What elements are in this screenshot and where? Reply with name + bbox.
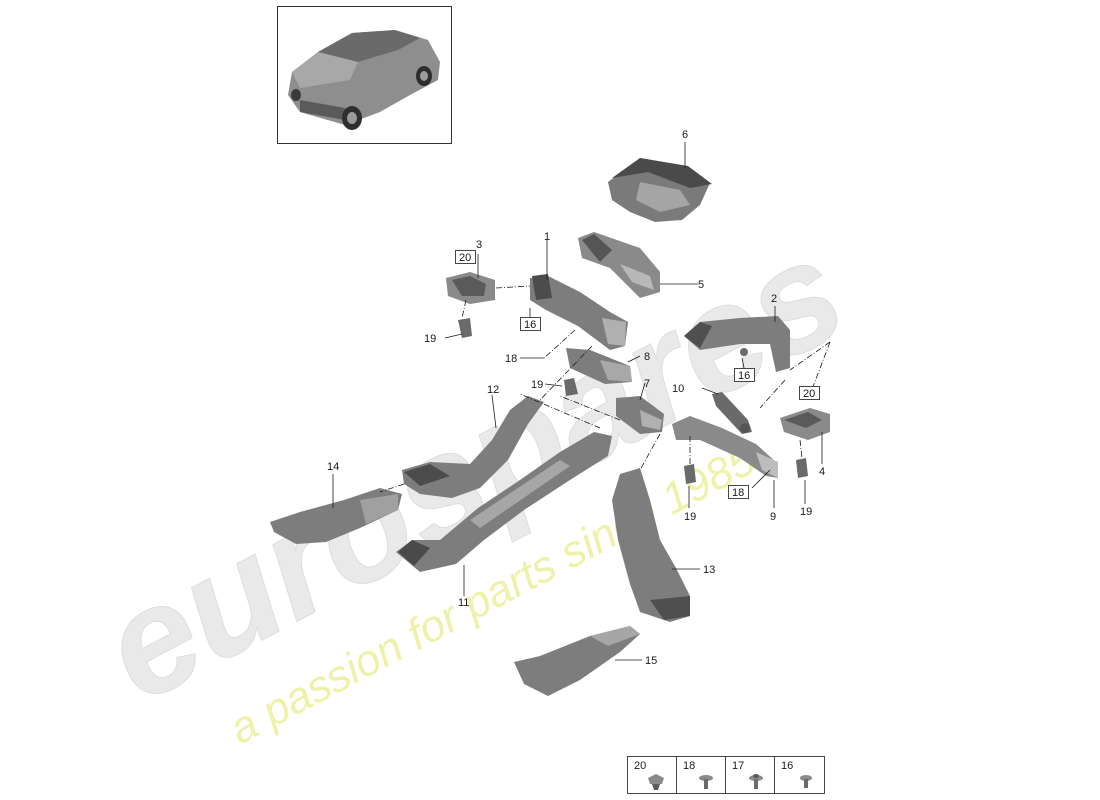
callout-8: 8 xyxy=(644,351,650,363)
callout-3: 3 xyxy=(476,239,482,251)
callout-19a: 19 xyxy=(424,333,436,345)
part-7-vent xyxy=(616,396,664,434)
svg-text:8: 8 xyxy=(644,351,650,363)
callout-15: 15 xyxy=(645,655,657,667)
callout-11: 11 xyxy=(458,597,469,609)
callout-4: 4 xyxy=(819,466,825,478)
legend-cell-18: 18 xyxy=(683,760,713,789)
callout-20a: 20 xyxy=(455,250,476,264)
part-11-duct xyxy=(396,432,612,572)
svg-text:1: 1 xyxy=(544,231,550,243)
svg-text:10: 10 xyxy=(672,383,684,395)
clip-icon xyxy=(648,774,664,790)
screw-icon xyxy=(800,775,812,788)
svg-text:19: 19 xyxy=(684,511,696,523)
legend-cell-20: 20 xyxy=(634,760,664,790)
callout-18a: 18 xyxy=(505,353,517,365)
part-12-duct xyxy=(402,396,544,498)
callout-18b: 18 xyxy=(728,485,749,499)
screw-icon xyxy=(699,775,713,789)
callout-12: 12 xyxy=(487,384,499,396)
callout-19d: 19 xyxy=(800,506,812,518)
svg-text:3: 3 xyxy=(476,239,482,251)
vehicle-thumbnail xyxy=(277,6,452,144)
svg-text:2: 2 xyxy=(771,293,777,305)
part-8-duct xyxy=(566,348,632,384)
callout-5: 5 xyxy=(698,279,704,291)
svg-text:15: 15 xyxy=(645,655,657,667)
callout-10: 10 xyxy=(672,383,684,395)
callout-19b: 19 xyxy=(531,379,543,391)
svg-text:13: 13 xyxy=(703,564,715,576)
svg-text:18: 18 xyxy=(505,353,517,365)
part-6-air-distributor xyxy=(608,158,712,222)
svg-text:20: 20 xyxy=(803,388,815,400)
svg-text:9: 9 xyxy=(770,511,776,523)
svg-text:19: 19 xyxy=(424,333,436,345)
fastener-19-d xyxy=(796,458,808,478)
screw-icon xyxy=(749,774,763,789)
svg-text:17: 17 xyxy=(732,760,744,772)
svg-text:18: 18 xyxy=(683,760,695,772)
callout-7: 7 xyxy=(644,378,650,390)
svg-text:16: 16 xyxy=(781,760,793,772)
part-2-duct xyxy=(684,316,790,372)
part-5-duct xyxy=(578,232,660,298)
svg-text:20: 20 xyxy=(634,760,646,772)
callout-2: 2 xyxy=(771,293,777,305)
callout-6: 6 xyxy=(682,129,688,141)
legend-cell-17: 17 xyxy=(732,760,763,789)
svg-text:14: 14 xyxy=(327,461,339,473)
callouts: 6 1 3 20 5 2 16 19 8 18 16 19 7 10 12 20… xyxy=(327,129,825,667)
svg-text:20: 20 xyxy=(459,252,471,264)
legend-cell-16: 16 xyxy=(781,760,812,788)
callout-14: 14 xyxy=(327,461,339,473)
part-3-vent xyxy=(446,272,495,304)
callout-20b: 20 xyxy=(799,386,820,400)
fastener-19-b xyxy=(564,378,578,396)
svg-text:4: 4 xyxy=(819,466,825,478)
part-1-duct xyxy=(530,274,628,350)
car-icon xyxy=(288,30,440,130)
svg-text:19: 19 xyxy=(800,506,812,518)
fastener-19-c xyxy=(684,464,696,484)
parts xyxy=(270,158,830,696)
svg-text:19: 19 xyxy=(531,379,543,391)
callout-13: 13 xyxy=(703,564,715,576)
callout-19c: 19 xyxy=(684,511,696,523)
part-10-bracket xyxy=(712,392,752,434)
svg-text:11: 11 xyxy=(458,597,469,609)
part-15-duct xyxy=(514,626,640,696)
svg-text:7: 7 xyxy=(644,378,650,390)
part-13-duct xyxy=(612,468,690,622)
svg-text:16: 16 xyxy=(524,319,536,331)
callout-9: 9 xyxy=(770,511,776,523)
fastener-19-a xyxy=(458,318,472,338)
callout-17: 16 xyxy=(520,317,541,331)
svg-text:18: 18 xyxy=(732,487,744,499)
callout-1: 1 xyxy=(544,231,550,243)
fastener-16 xyxy=(740,348,748,356)
svg-text:5: 5 xyxy=(698,279,704,291)
svg-text:12: 12 xyxy=(487,384,499,396)
part-9-duct xyxy=(672,416,778,478)
fastener-legend: 20 18 17 16 xyxy=(627,756,825,794)
svg-text:16: 16 xyxy=(738,370,750,382)
callout-16: 16 xyxy=(734,368,755,382)
leader-lines xyxy=(332,142,831,661)
part-4-vent xyxy=(780,408,830,440)
svg-text:6: 6 xyxy=(682,129,688,141)
part-14-duct xyxy=(270,488,402,544)
